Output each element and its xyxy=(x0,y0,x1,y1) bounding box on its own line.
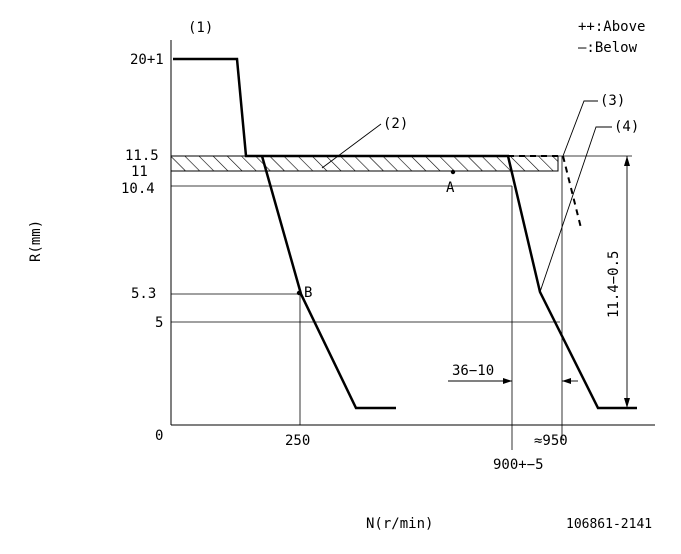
dim-11-4-label: 11.4−0.5 xyxy=(606,251,622,318)
dim-36-arrow-left xyxy=(503,378,512,384)
leader-4 xyxy=(539,126,612,293)
x-axis-label: N(r/min) xyxy=(366,516,433,532)
y-tick-0: 0 xyxy=(155,428,163,444)
dim-11-4-arrow-bottom xyxy=(624,398,630,408)
x-tick-250: 250 xyxy=(285,433,310,449)
callout-2: (2) xyxy=(383,116,408,132)
point-b-marker xyxy=(296,290,302,296)
part-number: 106861-2141 xyxy=(566,517,652,532)
y-tick-11: 11 xyxy=(131,164,148,180)
point-b-label: B xyxy=(304,285,312,301)
callout-3: (3) xyxy=(600,93,625,109)
leader-3 xyxy=(562,100,598,157)
leader-2 xyxy=(321,123,382,169)
y-axis-label: R(mm) xyxy=(28,220,44,262)
y-tick-11-5: 11.5 xyxy=(125,148,159,164)
governor-curve xyxy=(173,57,637,410)
callout-4: (4) xyxy=(614,119,639,135)
y-tick-20: 20+1 xyxy=(130,52,164,68)
y-tick-5: 5 xyxy=(155,315,163,331)
tolerance-band xyxy=(170,155,559,172)
dim-36-arrow-right xyxy=(562,378,571,384)
y-tick-5-3: 5.3 xyxy=(131,286,156,302)
x-tick-900: 900+−5 xyxy=(493,457,544,473)
legend-below: —:Below xyxy=(578,40,638,56)
legend-above: ++:Above xyxy=(578,19,645,35)
point-a-marker xyxy=(450,169,456,175)
dim-11-4-arrow-top xyxy=(624,156,630,166)
callout-1: (1) xyxy=(188,20,213,36)
x-tick-950: ≈950 xyxy=(534,433,568,449)
y-tick-10-4: 10.4 xyxy=(121,181,155,197)
dim-36-label: 36−10 xyxy=(452,363,494,379)
point-a-label: A xyxy=(446,180,455,196)
governor-curve-left xyxy=(260,155,396,410)
